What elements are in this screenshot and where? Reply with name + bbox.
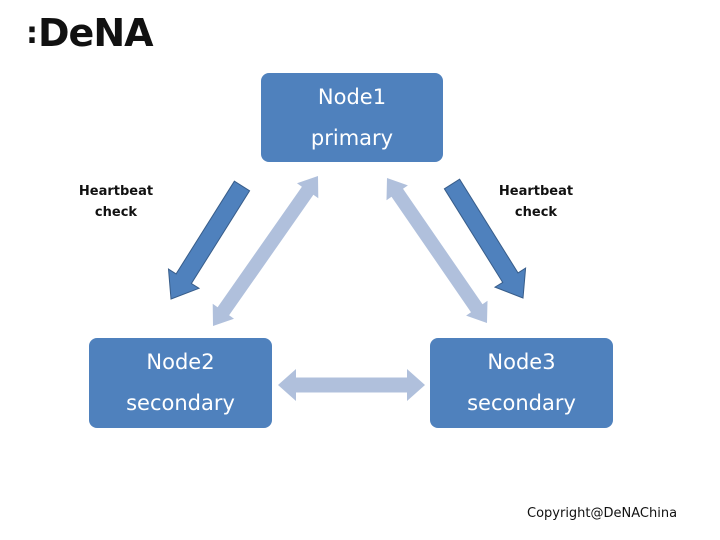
copyright-text: Copyright@DeNAChina (527, 506, 678, 521)
heartbeat-label-left: Heartbeat check (70, 181, 162, 223)
node2-role: secondary (126, 391, 235, 415)
node3-role: secondary (467, 391, 576, 415)
heartbeat-label-left-line2: check (94, 205, 138, 220)
dena-logo: :DeNA (26, 11, 154, 55)
heartbeat-arrow-node1-node2 (167, 180, 251, 300)
heartbeat-label-right: Heartbeat check (490, 181, 582, 223)
link-arrow-node1-node2 (212, 176, 319, 326)
logo-text: DeNA (38, 11, 154, 55)
node3-name: Node3 (487, 350, 556, 374)
link-arrow-node1-node3 (386, 178, 488, 323)
heartbeat-label-left-line1: Heartbeat (78, 184, 154, 199)
heartbeat-arrow-node1-node3 (443, 178, 527, 299)
node1-role: primary (310, 125, 394, 150)
heartbeat-label-right-line1: Heartbeat (498, 184, 574, 199)
node1-name: Node1 (317, 84, 387, 109)
link-arrow-node2-node3 (278, 369, 425, 401)
node1-box: Node1 primary (261, 73, 443, 162)
node2-box: Node2 secondary (89, 338, 272, 428)
node2-name: Node2 (146, 350, 215, 374)
logo-colon: : (26, 16, 38, 51)
node3-box: Node3 secondary (430, 338, 613, 428)
heartbeat-label-right-line2: check (514, 205, 558, 220)
